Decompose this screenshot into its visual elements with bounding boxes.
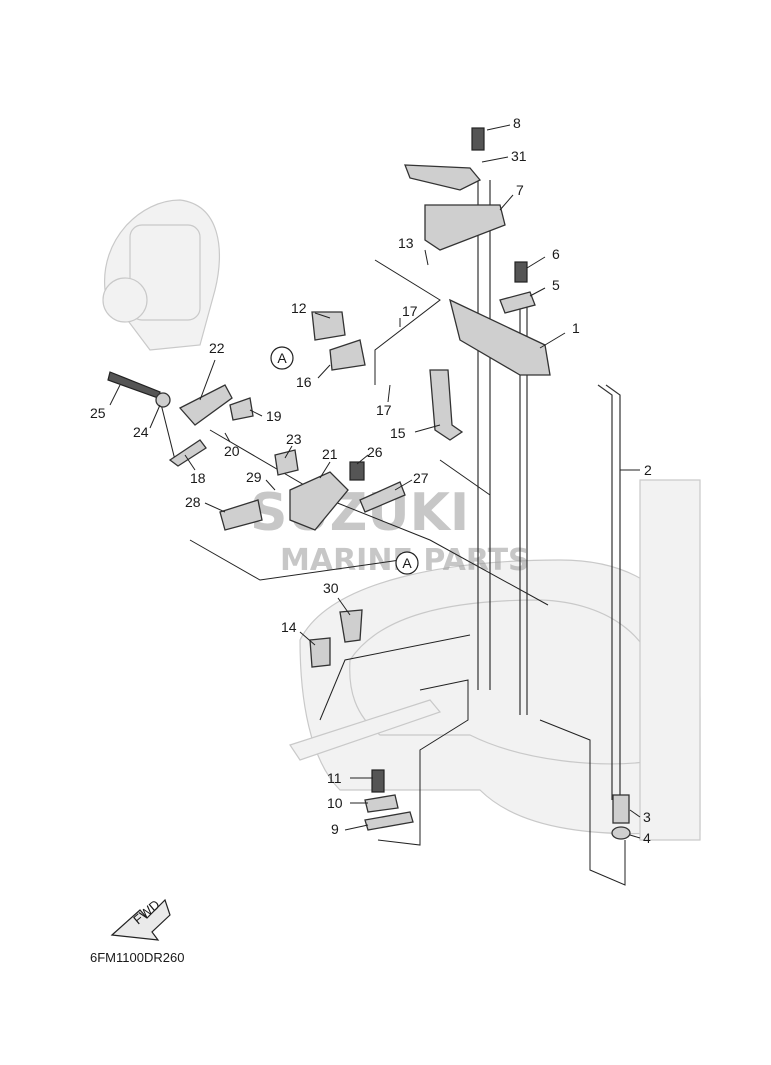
- callout-8: 8: [513, 115, 521, 131]
- callout-18: 18: [190, 470, 206, 486]
- watermark-brand: SUZUKI: [250, 483, 469, 543]
- rod-18: [168, 439, 207, 467]
- callout-29: 29: [246, 469, 262, 485]
- callout-15: 15: [390, 425, 406, 441]
- leader-lines: [109, 124, 641, 839]
- link-22: [178, 384, 233, 426]
- diagram-code: 6FM1100DR260: [90, 950, 184, 965]
- lever-21: [289, 471, 349, 531]
- washer-5: [499, 291, 536, 314]
- lever-15: [429, 369, 464, 441]
- washer-10: [364, 794, 399, 813]
- joint-16: [329, 339, 366, 371]
- washer-24: [155, 392, 171, 408]
- callout-14: 14: [281, 619, 297, 635]
- plate-9: [364, 811, 414, 831]
- clip-14: [309, 637, 331, 668]
- link-27: [359, 481, 406, 513]
- clip-30: [339, 609, 363, 643]
- bolt-26: [349, 461, 365, 481]
- bolt-11: [371, 769, 385, 793]
- callout-5: 5: [552, 277, 560, 293]
- svg-text:A: A: [277, 350, 287, 366]
- callout-26: 26: [367, 444, 383, 460]
- plate-7: [424, 204, 506, 251]
- callout-2: 2: [644, 462, 652, 478]
- callout-7: 7: [516, 182, 524, 198]
- callout-22: 22: [209, 340, 225, 356]
- callout-17: 17: [402, 303, 418, 319]
- callout-21: 21: [322, 446, 338, 462]
- ref-marker-a-2: A: [395, 551, 419, 575]
- callout-23: 23: [286, 431, 302, 447]
- callout-9: 9: [331, 821, 339, 837]
- callout-4: 4: [643, 830, 651, 846]
- callout-12: 12: [291, 300, 307, 316]
- callout-28: 28: [185, 494, 201, 510]
- engine-block-ghost: [102, 199, 701, 841]
- callout-25: 25: [90, 405, 106, 421]
- svg-text:A: A: [402, 555, 412, 571]
- spring-19: [229, 397, 254, 421]
- sleeve-23: [274, 449, 299, 476]
- callout-6: 6: [552, 246, 560, 262]
- ref-marker-a-1: A: [270, 346, 294, 370]
- callout-13: 13: [398, 235, 414, 251]
- callout-30: 30: [323, 580, 339, 596]
- callout-11: 11: [327, 770, 342, 786]
- bolt-6: [514, 261, 528, 283]
- joint-28: [219, 499, 263, 531]
- fwd-arrow: FWD: [110, 897, 171, 941]
- callout-27: 27: [413, 470, 429, 486]
- joint-12: [311, 311, 346, 341]
- parts: [107, 127, 631, 840]
- cable-holder-1: [449, 298, 551, 376]
- bolt-8: [471, 127, 485, 151]
- callout-3: 3: [643, 809, 651, 825]
- callout-1: 1: [572, 320, 580, 336]
- bracket-31: [404, 164, 482, 191]
- callout-20: 20: [224, 443, 240, 459]
- callout-16: 16: [296, 374, 312, 390]
- callout-17-b: 17: [376, 402, 392, 418]
- washer-4: [611, 826, 631, 840]
- callout-10: 10: [327, 795, 343, 811]
- callout-labels: 1 2 3 4 5 6 7 8 9 10 11 12 13 14 15 16 1…: [90, 115, 652, 846]
- callout-19: 19: [266, 408, 282, 424]
- callout-31: 31: [511, 148, 527, 164]
- callout-24: 24: [133, 424, 149, 440]
- grommet-3: [612, 794, 630, 824]
